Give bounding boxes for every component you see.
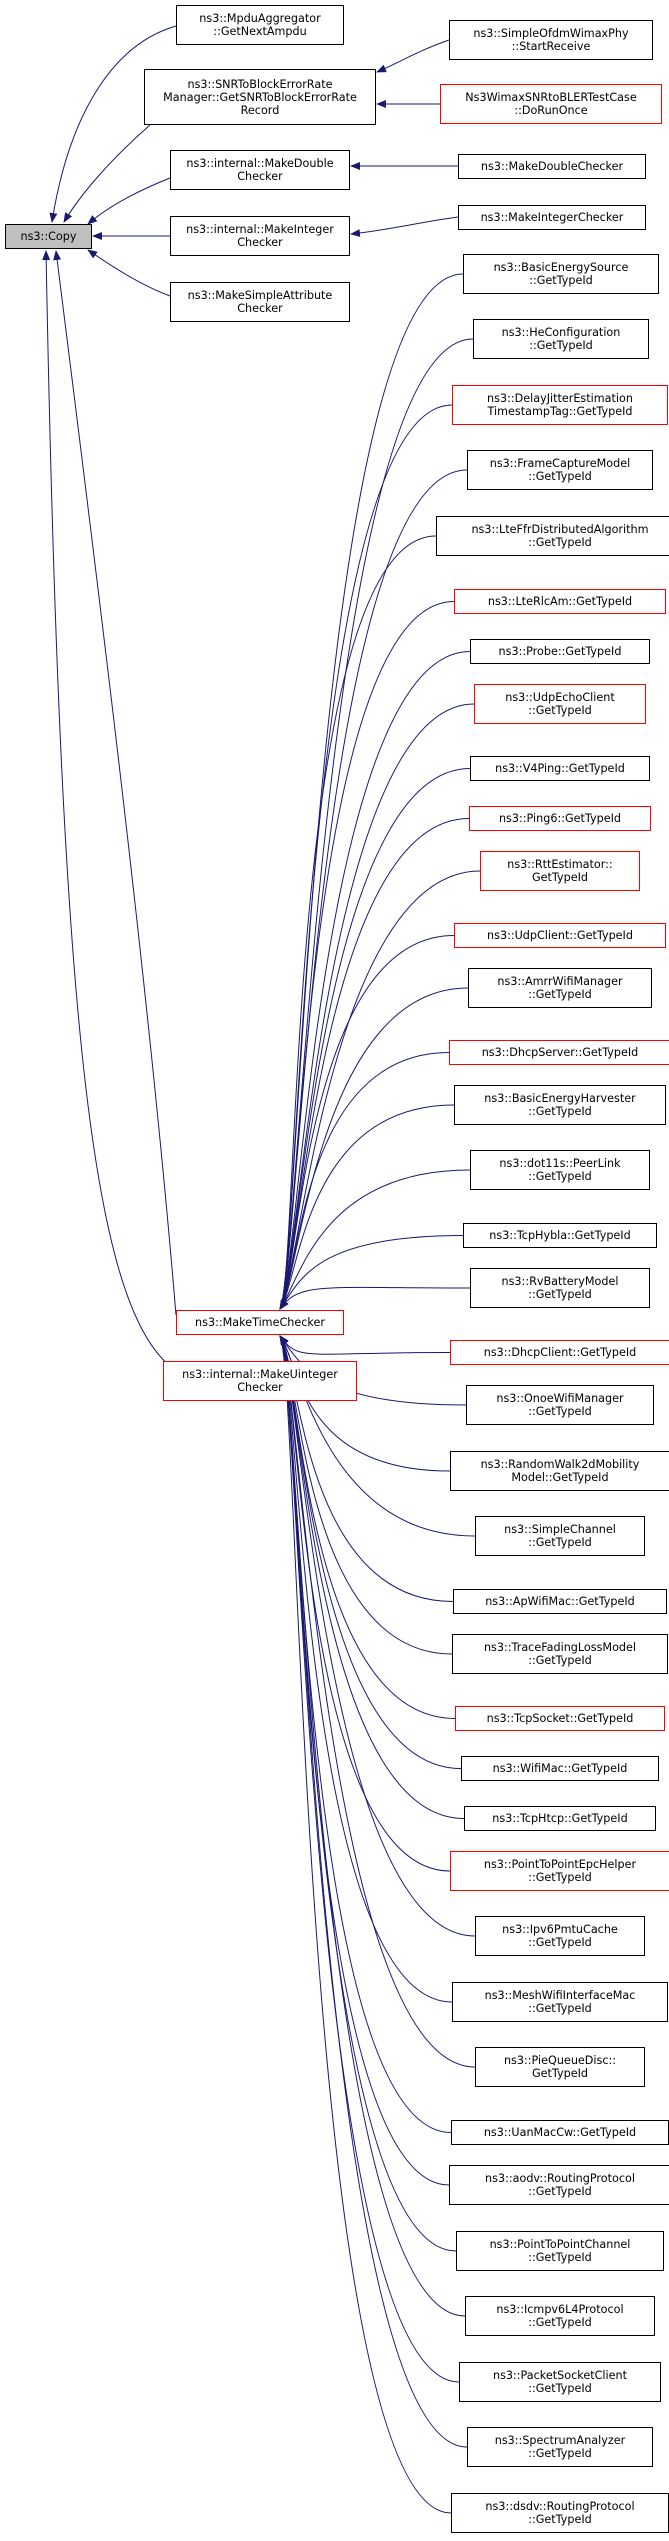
caller-ns3-onoewifimanager-gettypeid[interactable]: ns3::OnoeWifiManager ::GetTypeId <box>466 1385 654 1425</box>
node-copy: ns3::Copy <box>5 224 92 249</box>
edge-ns3-packetsocketclient-gettypeid-to-time-checker <box>279 1335 460 2383</box>
edge-ns3-dhcpserver-gettypeid-to-time-checker <box>279 1052 450 1310</box>
node-wimax-snr-to-bler-test[interactable]: Ns3WimaxSNRtoBLERTestCase ::DoRunOnce <box>440 84 662 124</box>
edge-ns3-uanmaccw-gettypeid-to-time-checker <box>279 1335 452 2133</box>
node-internal-make-double-checker[interactable]: ns3::internal::MakeDouble Checker <box>170 150 350 190</box>
node-snr-to-block-error-rate[interactable]: ns3::SNRToBlockErrorRate Manager::GetSNR… <box>144 69 376 125</box>
caller-ns3-piequeuedisc-gettypeid[interactable]: ns3::PieQueueDisc:: GetTypeId <box>475 2047 645 2087</box>
edge-ns3-dot11s-peerlink-gettypeid-to-time-checker <box>279 1169 471 1310</box>
edge-ns3-v4ping-gettypeid-to-time-checker <box>279 768 471 1310</box>
caller-ns3-basicenergysource-gettypeid[interactable]: ns3::BasicEnergySource ::GetTypeId <box>463 254 659 294</box>
caller-ns3-spectrumanalyzer-gettypeid[interactable]: ns3::SpectrumAnalyzer ::GetTypeId <box>467 2427 653 2467</box>
edge-ns3-spectrumanalyzer-gettypeid-to-time-checker <box>279 1335 468 2448</box>
edge-mpdu-to-copy <box>49 25 177 223</box>
edge-ns3-dhcpclient-gettypeid-to-time-checker <box>279 1335 451 1355</box>
edge-ns3-tcphtcp-gettypeid-to-time-checker <box>279 1335 465 1819</box>
node-make-time-checker[interactable]: ns3::MakeTimeChecker <box>176 1310 344 1335</box>
edge-idouble-to-copy <box>87 177 171 225</box>
caller-ns3-tcphtcp-gettypeid[interactable]: ns3::TcpHtcp::GetTypeId <box>464 1806 656 1831</box>
edges <box>42 25 481 2514</box>
edge-ns3-ipv6pmtucache-gettypeid-to-time-checker <box>279 1335 476 1937</box>
caller-ns3-pointtopointepchelper-gettypeid[interactable]: ns3::PointToPointEpcHelper ::GetTypeId <box>450 1851 669 1891</box>
caller-ns3-basicenergyharvester-gettypeid[interactable]: ns3::BasicEnergyHarvester ::GetTypeId <box>454 1085 666 1125</box>
caller-ns3-randomwalk2dmobility-model-gettypeid[interactable]: ns3::RandomWalk2dMobility Model::GetType… <box>450 1451 669 1491</box>
caller-ns3-framecapturemodel-gettypeid[interactable]: ns3::FrameCaptureModel ::GetTypeId <box>467 450 653 490</box>
edge-ns3-lteffrdistributedalgorithm-gettypeid-to-time-checker <box>279 535 437 1310</box>
caller-ns3-icmpv6l4protocol-gettypeid[interactable]: ns3::Icmpv6L4Protocol ::GetTypeId <box>465 2296 655 2336</box>
caller-ns3-wifimac-gettypeid[interactable]: ns3::WifiMac::GetTypeId <box>461 1756 659 1781</box>
caller-ns3-dsdv-routingprotocol-gettypeid[interactable]: ns3::dsdv::RoutingProtocol ::GetTypeId <box>451 2493 669 2533</box>
caller-ns3-probe-gettypeid[interactable]: ns3::Probe::GetTypeId <box>470 639 650 664</box>
caller-ns3-udpclient-gettypeid[interactable]: ns3::UdpClient::GetTypeId <box>454 923 666 948</box>
node-internal-make-uinteger-checker[interactable]: ns3::internal::MakeUinteger Checker <box>163 1361 357 1401</box>
edge-ns3-icmpv6l4protocol-gettypeid-to-time-checker <box>279 1335 466 2317</box>
caller-ns3-rttestimator-gettypeid[interactable]: ns3::RttEstimator:: GetTypeId <box>480 851 640 891</box>
edge-ns3-rttestimator-gettypeid-to-time-checker <box>279 870 481 1310</box>
edge-ns3-simplechannel-gettypeid-to-time-checker <box>279 1335 476 1537</box>
edge-ns3-apwifimac-gettypeid-to-time-checker <box>279 1335 454 1602</box>
caller-ns3-tcphybla-gettypeid[interactable]: ns3::TcpHybla::GetTypeId <box>463 1223 657 1248</box>
caller-ns3-dhcpclient-gettypeid[interactable]: ns3::DhcpClient::GetTypeId <box>450 1340 669 1365</box>
caller-ns3-tcpsocket-gettypeid[interactable]: ns3::TcpSocket::GetTypeId <box>455 1706 665 1731</box>
caller-ns3-uanmaccw-gettypeid[interactable]: ns3::UanMacCw::GetTypeId <box>451 2120 669 2145</box>
caller-ns3-dot11s-peerlink-gettypeid[interactable]: ns3::dot11s::PeerLink ::GetTypeId <box>470 1150 650 1190</box>
edge-ns3-pointtopointchannel-gettypeid-to-time-checker <box>279 1335 457 2252</box>
edge-ns3-tcphybla-gettypeid-to-time-checker <box>279 1235 464 1310</box>
edge-ns3-basicenergysource-gettypeid-to-time-checker <box>279 273 464 1310</box>
edge-ns3-heconfiguration-gettypeid-to-time-checker <box>279 338 474 1310</box>
edge-mint-to-iint <box>350 216 459 238</box>
caller-ns3-simplechannel-gettypeid[interactable]: ns3::SimpleChannel ::GetTypeId <box>475 1516 645 1556</box>
node-simple-ofdm-wimax-phy[interactable]: ns3::SimpleOfdmWimaxPhy ::StartReceive <box>449 20 653 60</box>
caller-ns3-tracefadinglossmodel-gettypeid[interactable]: ns3::TraceFadingLossModel ::GetTypeId <box>452 1634 668 1674</box>
edge-ns3-udpclient-gettypeid-to-time-checker <box>279 935 455 1310</box>
caller-ns3-lteffrdistributedalgorithm-gettypeid[interactable]: ns3::LteFfrDistributedAlgorithm ::GetTyp… <box>436 516 669 556</box>
edge-ns3-basicenergyharvester-gettypeid-to-time-checker <box>279 1104 455 1310</box>
caller-ns3-dhcpserver-gettypeid[interactable]: ns3::DhcpServer::GetTypeId <box>449 1040 669 1065</box>
caller-ns3-udpechoclient-gettypeid[interactable]: ns3::UdpEchoClient ::GetTypeId <box>474 684 646 724</box>
edge-ns3-dsdv-routingprotocol-gettypeid-to-time-checker <box>279 1335 452 2514</box>
caller-ns3-delayjitterestimation-timestamptag-gettypeid[interactable]: ns3::DelayJitterEstimation TimestampTag:… <box>452 385 668 425</box>
caller-ns3-heconfiguration-gettypeid[interactable]: ns3::HeConfiguration ::GetTypeId <box>473 319 649 359</box>
edge-ofdm-to-snr <box>376 39 450 73</box>
edge-ns3-lterlcam-gettypeid-to-time-checker <box>279 601 455 1310</box>
caller-ns3-v4ping-gettypeid[interactable]: ns3::V4Ping::GetTypeId <box>470 756 650 781</box>
caller-ns3-ping6-gettypeid[interactable]: ns3::Ping6::GetTypeId <box>469 806 651 831</box>
edge-ns3-framecapturemodel-gettypeid-to-time-checker <box>279 469 468 1310</box>
node-make-double-checker[interactable]: ns3::MakeDoubleChecker <box>458 154 646 179</box>
edge-ns3-rvbatterymodel-gettypeid-to-time-checker <box>279 1286 471 1310</box>
edge-uint-to-copy <box>42 250 171 1367</box>
node-make-simple-attribute-checker[interactable]: ns3::MakeSimpleAttribute Checker <box>170 282 350 322</box>
caller-ns3-pointtopointchannel-gettypeid[interactable]: ns3::PointToPointChannel ::GetTypeId <box>456 2231 664 2271</box>
caller-ns3-lterlcam-gettypeid[interactable]: ns3::LteRlcAm::GetTypeId <box>454 589 666 614</box>
edge-ns3-probe-gettypeid-to-time-checker <box>279 651 471 1310</box>
node-mpdu-aggregator[interactable]: ns3::MpduAggregator ::GetNextAmpdu <box>176 5 344 45</box>
edge-simple-to-copy <box>87 249 171 297</box>
caller-ns3-amrrwifimanager-gettypeid[interactable]: ns3::AmrrWifiManager ::GetTypeId <box>468 968 652 1008</box>
caller-ns3-rvbatterymodel-gettypeid[interactable]: ns3::RvBatteryModel ::GetTypeId <box>470 1268 650 1308</box>
edge-snr-to-copy <box>63 124 151 223</box>
caller-ns3-packetsocketclient-gettypeid[interactable]: ns3::PacketSocketClient ::GetTypeId <box>459 2362 661 2402</box>
edge-ns3-pointtopointepchelper-gettypeid-to-time-checker <box>279 1335 451 1872</box>
caller-ns3-meshwifiinterfacemac-gettypeid[interactable]: ns3::MeshWifiInterfaceMac ::GetTypeId <box>452 1982 668 2022</box>
caller-ns3-apwifimac-gettypeid[interactable]: ns3::ApWifiMac::GetTypeId <box>453 1589 667 1614</box>
node-make-integer-checker[interactable]: ns3::MakeIntegerChecker <box>458 205 646 230</box>
edge-time-to-copy <box>53 250 177 1316</box>
caller-ns3-aodv-routingprotocol-gettypeid[interactable]: ns3::aodv::RoutingProtocol ::GetTypeId <box>449 2165 669 2205</box>
caller-ns3-ipv6pmtucache-gettypeid[interactable]: ns3::Ipv6PmtuCache ::GetTypeId <box>475 1916 645 1956</box>
node-internal-make-integer-checker[interactable]: ns3::internal::MakeInteger Checker <box>170 216 350 256</box>
